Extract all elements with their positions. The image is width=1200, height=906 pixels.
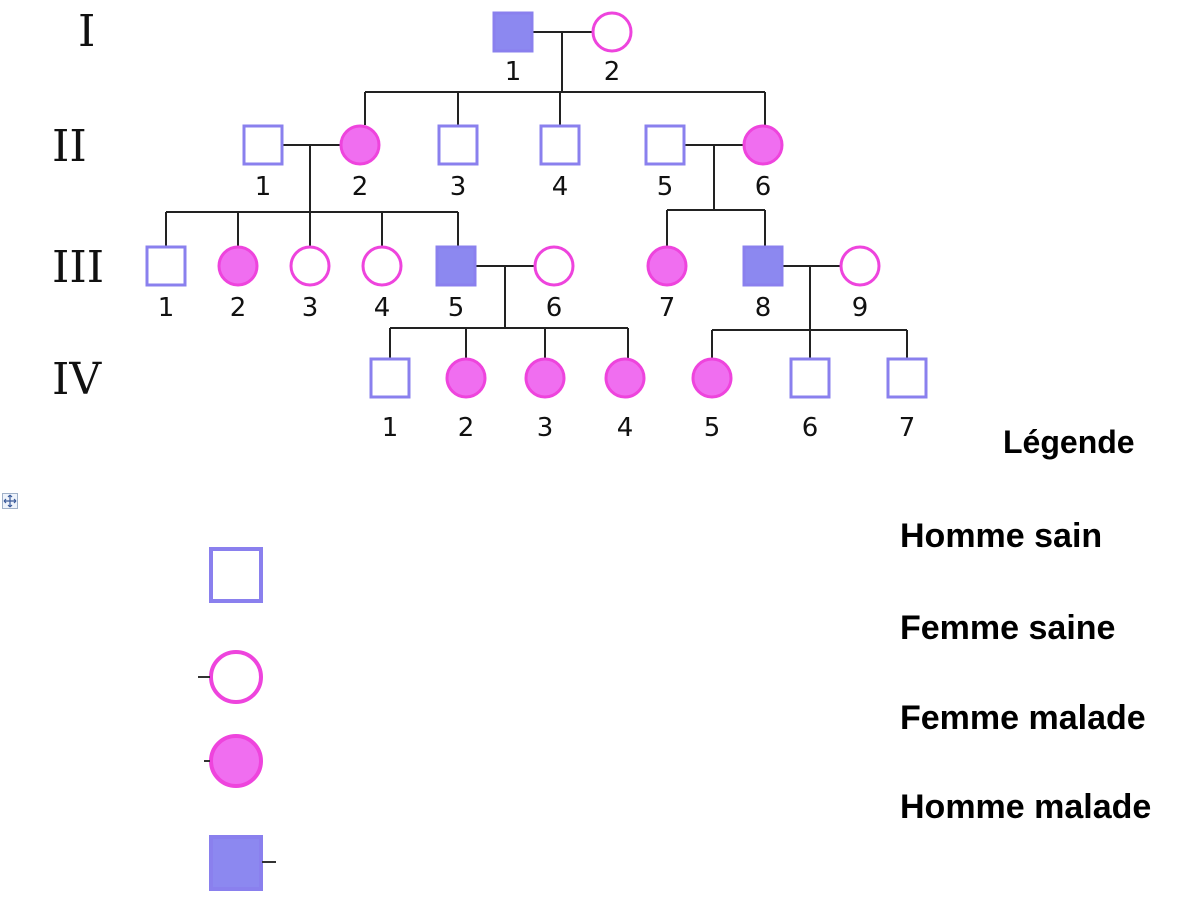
individual-i-1-male-affected-symbol [492,11,534,53]
individual-number: 9 [852,293,869,323]
individual-ii-5-male-unaffected-symbol [644,124,686,166]
individual-number: 1 [255,172,272,202]
individual-i-2-female-unaffected-symbol [591,11,633,53]
individual-iv-4-female-affected-symbol [604,357,646,399]
individual-number: 6 [802,413,819,443]
individual-iii-3-female-unaffected-symbol [289,245,331,287]
individual-number: 5 [704,413,721,443]
individual-number: 4 [552,172,569,202]
individual-iv-6-male-unaffected-symbol [789,357,831,399]
individual-number: 7 [899,413,916,443]
individual-iii-4-female-unaffected-symbol [361,245,403,287]
individual-number: 3 [450,172,467,202]
legend-title: Légende [1003,424,1135,460]
legend-label-femme-saine: Femme saine [900,609,1116,647]
legend-label-homme-sain: Homme sain [900,517,1103,555]
individual-iii-2-female-affected-symbol [217,245,259,287]
individual-number: 1 [505,57,522,87]
legend-symbol-male-unaffected [209,547,263,603]
individual-iv-3-female-affected-symbol [524,357,566,399]
individual-ii-3-male-unaffected-symbol [437,124,479,166]
individual-number: 2 [458,413,475,443]
individual-number: 5 [448,293,465,323]
individual-number: 1 [382,413,399,443]
individual-ii-1-male-unaffected-symbol [242,124,284,166]
individual-iv-1-male-unaffected-symbol [369,357,411,399]
individual-iii-8-male-affected-symbol [742,245,784,287]
individual-iii-1-male-unaffected-symbol [145,245,187,287]
table-move-handle-icon[interactable] [2,493,18,509]
individual-number: 4 [617,413,634,443]
individual-number: 6 [546,293,563,323]
pedigree-individuals: 1 2 1 2 3 4 5 6 1 2 3 4 5 6 7 8 9 1 2 3 4 5 6 7 [145,11,928,443]
generation-label-ii: II [52,121,87,172]
individual-number: 5 [657,172,674,202]
individual-number: 4 [374,293,391,323]
individual-number: 3 [302,293,319,323]
individual-ii-6-female-affected-symbol [742,124,784,166]
individual-number: 1 [158,293,175,323]
legend-symbols [198,547,276,891]
individual-number: 2 [352,172,369,202]
individual-iii-6-female-unaffected-symbol [533,245,575,287]
individual-iv-2-female-affected-symbol [445,357,487,399]
generation-label-iv: IV [52,354,102,405]
individual-ii-4-male-unaffected-symbol [539,124,581,166]
legend-symbol-male-affected [209,835,263,891]
pedigree-lines [165,31,908,358]
legend-label-femme-malade: Femme malade [900,699,1146,737]
individual-number: 3 [537,413,554,443]
individual-number: 2 [604,57,621,87]
legend-label-homme-malade: Homme malade [900,788,1152,826]
legend-symbol-female-affected [209,734,263,788]
individual-iii-9-female-unaffected-symbol [839,245,881,287]
legend-symbol-female-unaffected [209,650,263,704]
individual-iv-5-female-affected-symbol [691,357,733,399]
individual-number: 7 [659,293,676,323]
generation-label-iii: III [52,242,104,293]
individual-number: 2 [230,293,247,323]
individual-ii-2-female-affected-symbol [339,124,381,166]
individual-number: 8 [755,293,772,323]
individual-number: 6 [755,172,772,202]
individual-iii-7-female-affected-symbol [646,245,688,287]
individual-iii-5-male-affected-symbol [435,245,477,287]
individual-iv-7-male-unaffected-symbol [886,357,928,399]
generation-label-i: I [78,6,95,57]
